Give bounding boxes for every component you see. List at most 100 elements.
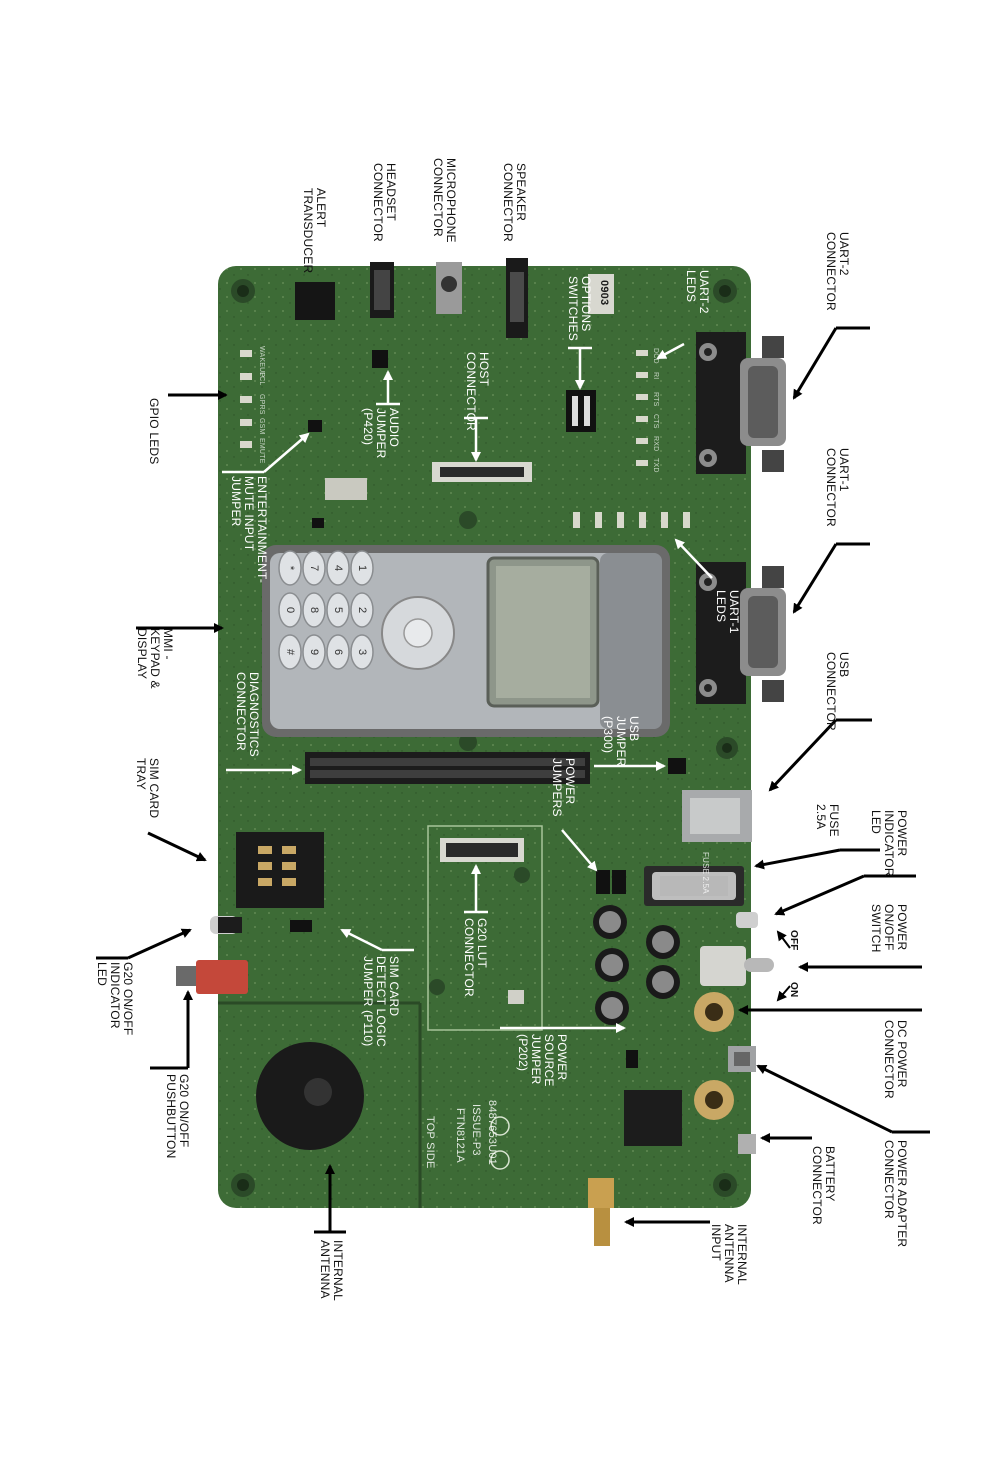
keypad-key bbox=[326, 634, 350, 670]
keypad-key-label: 1 bbox=[356, 565, 368, 571]
gpio-led-mark-4: EMUTE bbox=[258, 438, 265, 464]
battery-connector-part bbox=[738, 1134, 756, 1154]
label-internal-antenna: INTERNAL ANTENNA bbox=[318, 1240, 345, 1301]
keypad-key bbox=[326, 592, 350, 628]
usb-connector bbox=[682, 790, 752, 842]
label-uart1-leds: UART-1 LEDs bbox=[714, 590, 741, 634]
host-connector bbox=[432, 462, 532, 482]
uart1-db9-connector bbox=[696, 562, 786, 704]
keypad-key bbox=[326, 550, 350, 586]
label-mmi-keypad-display: MMI - KEYPAD & DISPLAY bbox=[135, 628, 175, 689]
keypad-key bbox=[302, 550, 326, 586]
label-microphone-connector: MICROPHONE CONNECTOR bbox=[431, 158, 458, 243]
microphone-connector bbox=[436, 262, 462, 314]
label-fuse: FUSE 2.5A bbox=[814, 804, 841, 837]
label-dc-power-connector: DC POWER CONNECTOR bbox=[882, 1020, 909, 1099]
label-sim-detect-jumper: SIM CARD DETECT LOGIC JUMPER (P110) bbox=[361, 956, 401, 1047]
gpio-led-mark-1: LCL bbox=[258, 372, 265, 386]
callout-arrows-white bbox=[222, 342, 713, 1033]
keypad-key bbox=[278, 634, 302, 670]
host-aux-part bbox=[325, 478, 367, 500]
keypad-key bbox=[278, 550, 302, 586]
label-uart2-leds: UART-2 LEDs bbox=[684, 270, 711, 314]
speaker-connector bbox=[506, 258, 528, 338]
keypad-key-label: 7 bbox=[308, 565, 320, 571]
gpio-leds bbox=[240, 350, 252, 448]
label-internal-antenna-input: INTERNAL ANTENNA INPUT bbox=[709, 1224, 749, 1285]
mmi-module bbox=[262, 545, 670, 737]
label-speaker-connector: SPEAKER CONNECTOR bbox=[501, 163, 528, 242]
uart2-led-mark-5: TXD bbox=[652, 458, 659, 473]
uart2-leds bbox=[636, 350, 648, 466]
options-switches bbox=[566, 390, 596, 432]
g20-onoff-pushbutton-part bbox=[176, 960, 248, 994]
usb-jumper bbox=[668, 758, 686, 774]
label-options-switches: OPTIONS SWITCHES bbox=[566, 276, 593, 341]
regulator-ic bbox=[624, 1090, 682, 1146]
uart2-led-mark-0: DCD bbox=[652, 348, 659, 364]
dc-power-connector bbox=[694, 992, 734, 1032]
label-battery-connector: BATTERY CONNECTOR bbox=[810, 1146, 837, 1225]
board-part: FTN8121A bbox=[454, 1108, 466, 1163]
keypad-key-label: 4 bbox=[332, 565, 344, 571]
fuse-holder bbox=[644, 866, 744, 906]
board-issue: ISSUE-P3 bbox=[470, 1104, 482, 1156]
label-host-connector: HOST CONNECTOR bbox=[464, 352, 491, 431]
headset-connector bbox=[370, 262, 394, 318]
uart2-db9-connector bbox=[696, 332, 786, 474]
keypad-key-label: 0 bbox=[284, 607, 296, 613]
label-g20-lut-connector: G20 LUT CONNECTOR bbox=[462, 918, 489, 997]
antenna-input-connector bbox=[588, 1178, 614, 1246]
sim-card-tray bbox=[236, 832, 324, 908]
audio-jumper bbox=[372, 350, 388, 368]
label-uart1-connector: UART-1 CONNECTOR bbox=[824, 448, 851, 527]
uart2-led-mark-3: CTS bbox=[652, 414, 659, 429]
keypad-key-label: * bbox=[284, 566, 296, 571]
uart1-leds bbox=[573, 512, 690, 528]
keypad-key-label: 9 bbox=[308, 649, 320, 655]
power-onoff-switch bbox=[700, 946, 774, 986]
board-fuse-mark: FUSE 2.5A bbox=[701, 852, 710, 894]
sim-detect-jumper-part bbox=[290, 920, 312, 932]
label-g20-onoff-pushbutton: G20 ON/OFF PUSHBUTTON bbox=[164, 1074, 191, 1159]
label-power-indicator-led: POWER INDICATOR LED bbox=[869, 810, 909, 877]
label-power-onoff-switch: POWER ON/OFF SWITCH bbox=[869, 904, 909, 953]
label-power-jumpers: POWER JUMPERS bbox=[550, 758, 577, 817]
gpio-led-mark-2: GPRS bbox=[258, 394, 265, 415]
keypad-key-label: 5 bbox=[332, 607, 344, 613]
callout-arrows bbox=[96, 326, 930, 1234]
label-diagnostics-connector: DIAGNOSTICS CONNECTOR bbox=[234, 672, 261, 757]
keypad-key-label: 6 bbox=[332, 649, 344, 655]
diagnostics-connector bbox=[305, 752, 590, 784]
board-side: TOP SIDE bbox=[424, 1116, 436, 1169]
label-audio-jumper: AUDIO JUMPER (P420) bbox=[361, 408, 401, 459]
keypad-key bbox=[350, 550, 374, 586]
g20-lut-area bbox=[427, 825, 543, 1031]
label-entertainment-mute: ENTERTAINMENT- MUTE INPUT JUMPER bbox=[229, 476, 269, 584]
power-jumpers bbox=[596, 870, 626, 894]
capacitors bbox=[593, 905, 680, 1025]
keypad-key bbox=[302, 592, 326, 628]
uart2-led-mark-2: RTS bbox=[652, 392, 659, 407]
label-power-adapter-connector: POWER ADAPTER CONNECTOR bbox=[882, 1140, 909, 1248]
switch-on-mark: ON bbox=[788, 982, 799, 998]
gpio-led-mark-3: GSM bbox=[258, 418, 265, 435]
uart2-led-mark-4: RXD bbox=[652, 436, 659, 452]
label-gpio-leds: GPIO LEDs bbox=[147, 398, 161, 465]
power-indicator-led-part bbox=[736, 912, 758, 928]
entertainment-mute-jumper bbox=[308, 420, 322, 432]
label-usb-jumper: USB JUMPER (P300) bbox=[601, 716, 641, 767]
switch-off-mark: OFF bbox=[788, 930, 799, 951]
date-code-sticker bbox=[588, 274, 614, 314]
uart2-led-mark-1: RI bbox=[652, 372, 659, 380]
alert-transducer bbox=[295, 282, 335, 320]
label-usb-connector: USB CONNECTOR bbox=[824, 652, 851, 731]
label-uart2-connector: UART-2 CONNECTOR bbox=[824, 232, 851, 311]
label-sim-card-tray: SIM CARD TRAY bbox=[134, 758, 161, 819]
label-power-source-jumper: POWER SOURCE JUMPER (P202) bbox=[516, 1034, 569, 1087]
internal-antenna-part bbox=[256, 1042, 364, 1150]
keypad-key-label: 8 bbox=[308, 607, 320, 613]
board-serial: 8487653U01 bbox=[486, 1100, 498, 1166]
